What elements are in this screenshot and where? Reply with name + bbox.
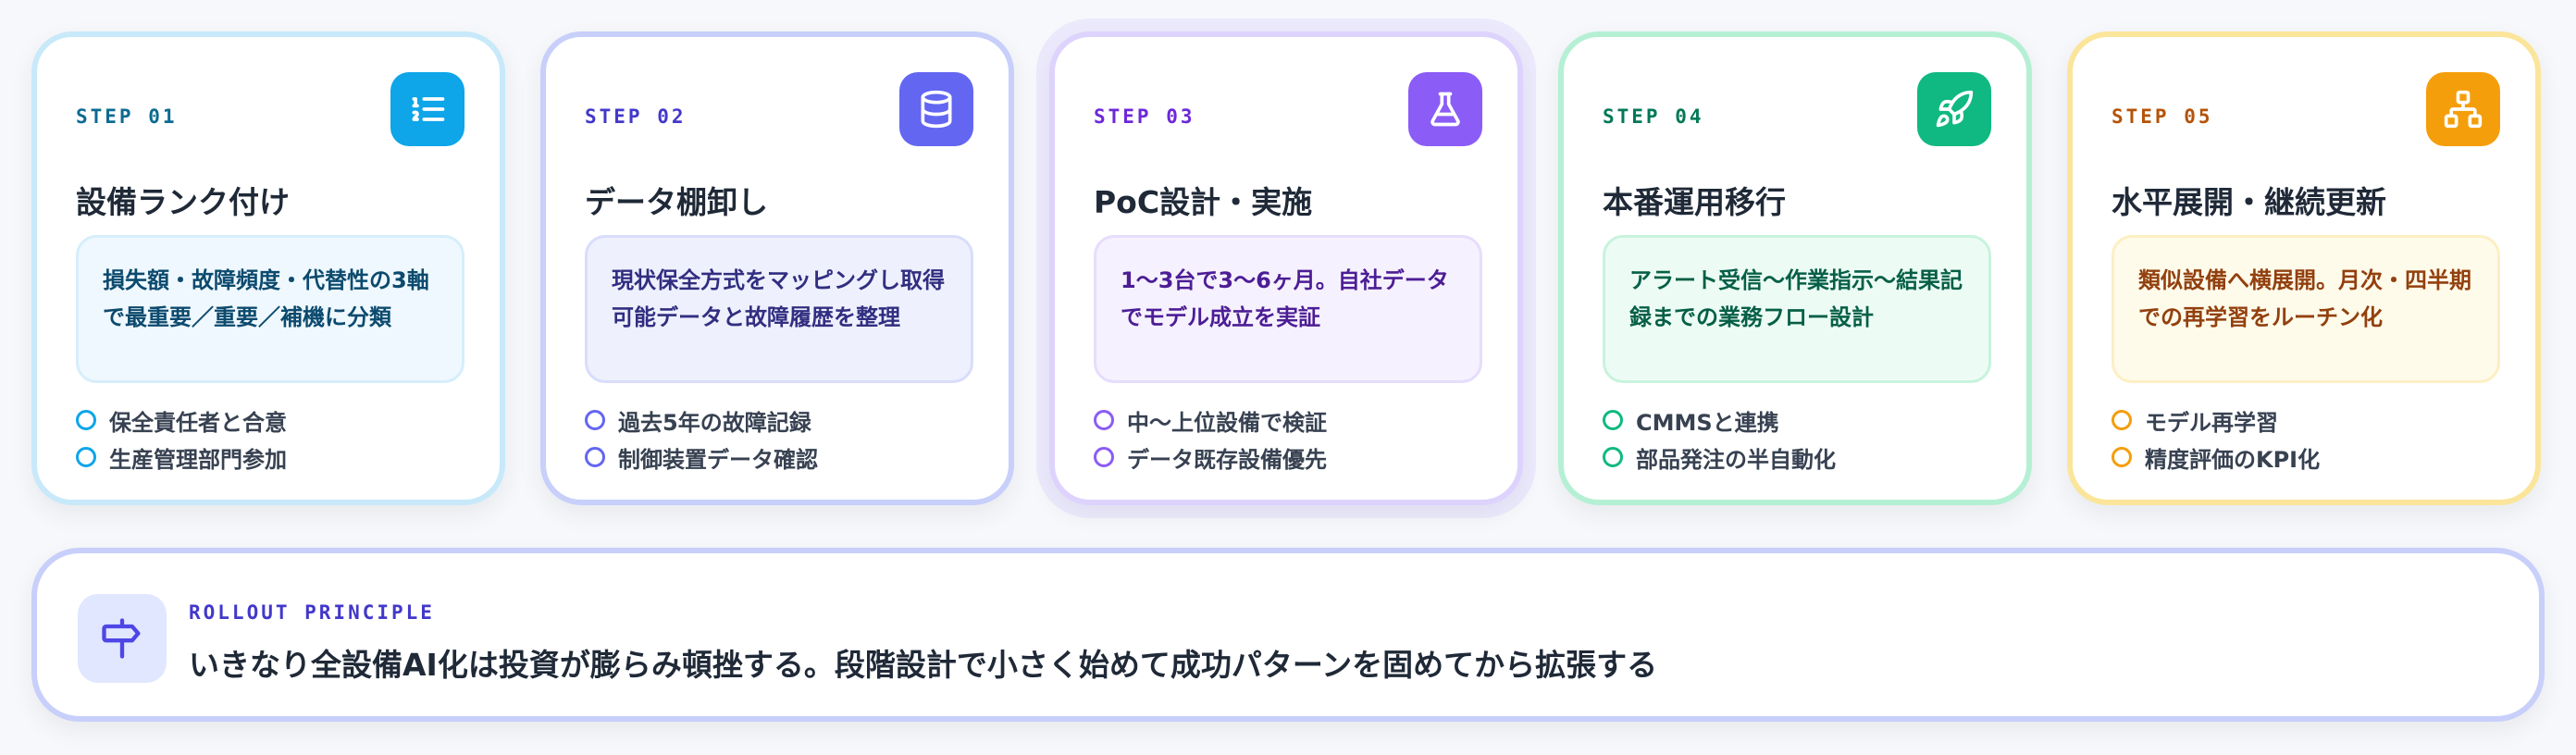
description-line: で最重要／重要／補機に分類 [103,304,391,330]
description-line: アラート受信〜作業指示〜結果記 [1629,267,1963,293]
description-line: 損失額・故障頻度・代替性の3軸 [103,267,429,293]
principle-text: いきなり全設備AI化は投資が膨らみ頓挫する。段階設計で小さく始めて成功パターンを… [189,647,1658,683]
bullet-list: モデル再学習 精度評価のKPI化 [2112,402,2508,476]
step-card-01: STEP 01 設備ランク付け 損失額・故障頻度・代替性の3軸 で最重要／重要／… [31,31,505,505]
step-label: STEP 02 [585,105,687,128]
step-label: STEP 01 [76,105,178,128]
circle-bullet-icon [1094,447,1114,467]
bullet-item: 精度評価のKPI化 [2112,439,2508,476]
network-icon [2426,72,2500,146]
bullet-text: 保全責任者と合意 [109,409,287,436]
step-title: 設備ランク付け [76,184,290,220]
bullet-list: 中〜上位設備で検証 データ既存設備優先 [1094,402,1490,476]
description-line: でモデル成立を実証 [1121,304,1320,330]
step-description: アラート受信〜作業指示〜結果記 録までの業務フロー設計 [1603,235,1991,383]
step-card-03: STEP 03 PoC設計・実施 1〜3台で3〜6ヶ月。自社データ でモデル成立… [1049,31,1523,505]
circle-bullet-icon [2112,447,2132,467]
bullet-item: データ既存設備優先 [1094,439,1490,476]
step-card-05: STEP 05 水平展開・継続更新 類似設備へ横展開。月次・四半期 での再学習を… [2067,31,2541,505]
circle-bullet-icon [1094,410,1114,430]
step-label: STEP 05 [2112,105,2213,128]
circle-bullet-icon [585,447,605,467]
bullet-text: 生産管理部門参加 [109,446,287,473]
signpost-icon [78,594,167,683]
principle-label: ROLLOUT PRINCIPLE [189,601,435,624]
bullet-text: 部品発注の半自動化 [1636,446,1836,473]
list-ordered-icon [390,72,464,146]
bullet-text: モデル再学習 [2145,409,2278,436]
bullet-list: CMMSと連携 部品発注の半自動化 [1603,402,1999,476]
step-title: 水平展開・継続更新 [2112,184,2386,220]
bullet-item: 部品発注の半自動化 [1603,439,1999,476]
bullet-item: 過去5年の故障記録 [585,402,981,439]
step-title: データ棚卸し [585,184,768,220]
database-icon [899,72,973,146]
bullet-item: 中〜上位設備で検証 [1094,402,1490,439]
circle-bullet-icon [585,410,605,430]
flask-icon [1408,72,1482,146]
step-description: 損失額・故障頻度・代替性の3軸 で最重要／重要／補機に分類 [76,235,464,383]
description-line: での再学習をルーチン化 [2138,304,2383,330]
circle-bullet-icon [76,447,96,467]
description-line: 1〜3台で3〜6ヶ月。自社データ [1121,267,1449,293]
bullet-text: データ既存設備優先 [1127,446,1327,473]
bullet-item: 制御装置データ確認 [585,439,981,476]
bullet-item: 保全責任者と合意 [76,402,472,439]
description-line: 類似設備へ横展開。月次・四半期 [2138,267,2471,293]
bullet-item: CMMSと連携 [1603,402,1999,439]
bullet-item: モデル再学習 [2112,402,2508,439]
circle-bullet-icon [1603,410,1623,430]
rollout-principle-banner: ROLLOUT PRINCIPLE いきなり全設備AI化は投資が膨らみ頓挫する。… [31,548,2545,722]
description-line: 現状保全方式をマッピングし取得 [612,267,945,293]
step-title: PoC設計・実施 [1094,184,1313,220]
description-line: 可能データと故障履歴を整理 [612,304,900,330]
bullet-list: 過去5年の故障記録 制御装置データ確認 [585,402,981,476]
bullet-text: 中〜上位設備で検証 [1127,409,1327,436]
bullet-text: 制御装置データ確認 [618,446,818,473]
step-description: 1〜3台で3〜6ヶ月。自社データ でモデル成立を実証 [1094,235,1482,383]
bullet-text: 過去5年の故障記録 [618,409,811,436]
step-card-02: STEP 02 データ棚卸し 現状保全方式をマッピングし取得 可能データと故障履… [540,31,1014,505]
step-label: STEP 03 [1094,105,1195,128]
circle-bullet-icon [1603,447,1623,467]
circle-bullet-icon [2112,410,2132,430]
bullet-text: 精度評価のKPI化 [2145,446,2321,473]
step-card-04: STEP 04 本番運用移行 アラート受信〜作業指示〜結果記 録までの業務フロー… [1558,31,2032,505]
step-label: STEP 04 [1603,105,1704,128]
rocket-icon [1917,72,1991,146]
step-title: 本番運用移行 [1603,184,1786,220]
bullet-list: 保全責任者と合意 生産管理部門参加 [76,402,472,476]
bullet-text: CMMSと連携 [1636,409,1779,436]
steps-row: STEP 01 設備ランク付け 損失額・故障頻度・代替性の3軸 で最重要／重要／… [31,31,2545,505]
circle-bullet-icon [76,410,96,430]
step-description: 類似設備へ横展開。月次・四半期 での再学習をルーチン化 [2112,235,2500,383]
description-line: 録までの業務フロー設計 [1629,304,1874,330]
bullet-item: 生産管理部門参加 [76,439,472,476]
step-description: 現状保全方式をマッピングし取得 可能データと故障履歴を整理 [585,235,973,383]
